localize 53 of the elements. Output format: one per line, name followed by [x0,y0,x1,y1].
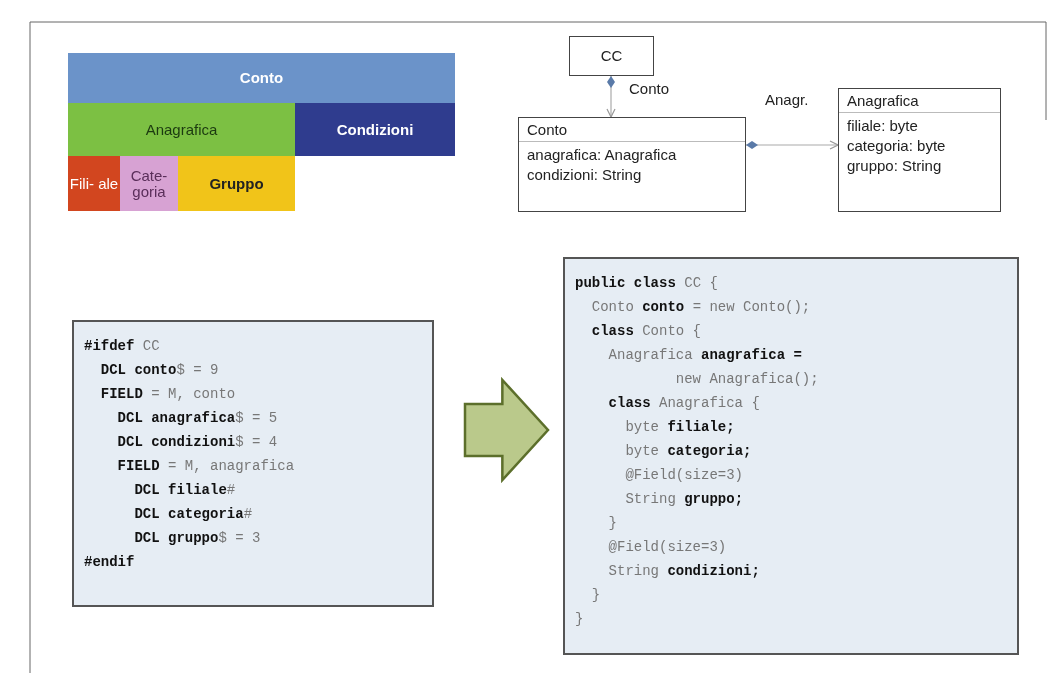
code-line: FIELD = M, conto [99,385,237,404]
class-box [518,117,746,212]
code-line: Conto conto = new Conto(); [590,298,812,317]
connector-line [745,140,839,150]
code-line: class Conto { [590,322,703,341]
code-line: String gruppo; [624,490,745,509]
segment-label: Fili- ale [69,175,119,192]
attribute-text: categoria: byte [846,136,947,156]
class-name: Conto [519,118,745,142]
code-panel [563,257,1019,655]
code-line: DCL categoria# [133,505,254,524]
attribute-text: condizioni: String [526,165,643,185]
code-line: @Field(size=3) [624,466,745,485]
class-name: Anagrafica [839,89,1000,113]
connector-line [606,75,616,118]
segment-label: Condizioni [336,121,414,138]
code-line: Anagrafica anagrafica = [607,346,803,365]
block-segment [178,156,295,211]
class-box [838,88,1001,212]
block-segment [68,53,455,103]
code-line: DCL conto$ = 9 [99,361,220,380]
code-line: byte filiale; [624,418,736,437]
code-line: @Field(size=3) [607,538,728,557]
segment-label: Cate- goria [129,167,169,200]
class-box [569,36,654,76]
block-arrow [463,376,550,484]
block-segment [120,156,178,211]
code-line: public class CC { [575,274,719,293]
code-line: } [607,514,618,533]
block-segment [68,103,295,156]
segment-label: Conto [239,70,284,86]
attribute-text: anagrafica: Anagrafica [526,145,678,165]
attribute-text: filiale: byte [846,116,919,136]
code-line: DCL filiale# [133,481,237,500]
code-line: DCL gruppo$ = 3 [133,529,262,548]
code-line: #endif [84,553,136,572]
code-line: String condizioni; [607,562,761,581]
code-line: DCL condizioni$ = 4 [116,433,279,452]
code-panel [72,320,434,607]
attribute-text: gruppo: String [846,156,943,176]
code-line: } [590,586,602,605]
code-line: #ifdef CC [84,337,161,356]
segment-label: Gruppo [209,175,264,192]
code-line: byte categoria; [624,442,753,461]
code-line: } [575,610,585,629]
code-line: FIELD = M, anagrafica [116,457,296,476]
code-line: DCL anagrafica$ = 5 [116,409,279,428]
segment-label: Anagrafica [145,121,218,138]
code-line: new Anagrafica(); [674,370,820,389]
block-segment [68,156,120,211]
code-line: class Anagrafica { [607,394,761,413]
block-segment [295,103,455,156]
class-name: CC [600,48,623,64]
